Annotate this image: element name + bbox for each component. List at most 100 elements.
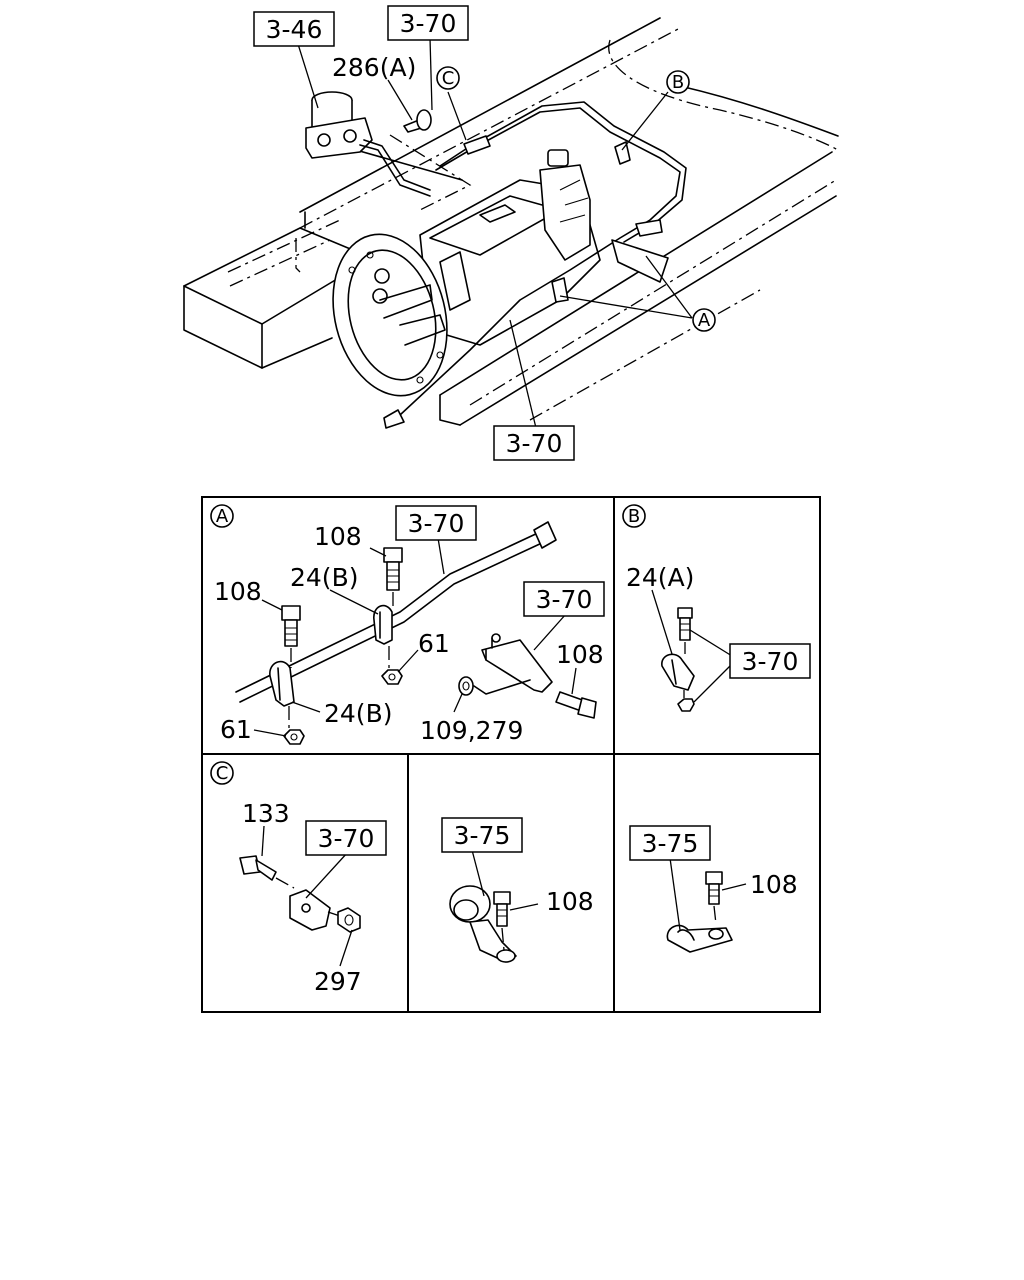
- leader-c-3-70: [305, 851, 349, 899]
- detail-c-panel: C 133 3-70 297: [210, 761, 387, 996]
- leader-286a: [387, 79, 413, 121]
- clip-24b-top: [373, 604, 393, 645]
- leader-a-24b-top: [329, 589, 379, 615]
- clamp-d: [449, 885, 517, 963]
- leader-a-pipe: [437, 537, 445, 575]
- bracket-c: [289, 889, 331, 931]
- label-108-left: 108: [214, 577, 262, 606]
- svg-text:3-46: 3-46: [266, 15, 323, 44]
- ref-box-e: 3-75: [629, 825, 711, 861]
- label-61-right: 61: [418, 629, 450, 658]
- label-24b-top: 24(B): [290, 563, 358, 592]
- ref-box-b: 3-70: [729, 643, 811, 679]
- callout-c: C: [436, 66, 460, 90]
- leader-3-70-bottom: [509, 319, 537, 429]
- svg-text:3-75: 3-75: [454, 821, 511, 850]
- svg-text:C: C: [216, 763, 229, 784]
- leader-d-3-75: [471, 849, 485, 897]
- label-108-e: 108: [750, 870, 798, 899]
- ref-box-3-70-top: 3-70: [387, 5, 469, 41]
- clamp-e: [666, 924, 733, 953]
- ref-box-a-bracket: 3-70: [523, 581, 605, 617]
- svg-text:3-70: 3-70: [400, 9, 457, 38]
- svg-text:B: B: [628, 506, 640, 527]
- leader-b-24a: [651, 589, 673, 655]
- leader-a-bracket: [533, 613, 567, 651]
- label-108-top: 108: [314, 522, 362, 551]
- ref-box-a-pipe: 3-70: [395, 505, 477, 541]
- nut-297: [327, 907, 361, 933]
- ref-box-3-70-bottom: 3-70: [493, 425, 575, 461]
- bolt-108-left: [281, 605, 301, 668]
- bolt-e: [705, 871, 723, 925]
- bolt-108-right: [555, 691, 597, 719]
- frame-rail-left: [183, 219, 373, 369]
- bracket-a: [481, 633, 553, 693]
- leader-a-61-left: [253, 729, 287, 737]
- svg-text:3-70: 3-70: [506, 429, 563, 458]
- label-286a: 286(A): [332, 53, 416, 82]
- bolt-133: [239, 855, 295, 889]
- bolt-d: [493, 891, 511, 951]
- clip-24b-bottom: [269, 660, 295, 707]
- leader-b-3-70: [689, 629, 733, 703]
- nut-b: [677, 690, 695, 712]
- label-297: 297: [314, 967, 362, 996]
- callout-b: B: [666, 70, 690, 94]
- leader-a-108-left: [261, 599, 283, 611]
- detail-b-letter: B: [622, 504, 646, 528]
- svg-text:A: A: [698, 310, 711, 331]
- label-24b-bottom: 24(B): [324, 699, 392, 728]
- leader-b: [621, 91, 669, 151]
- label-108-right: 108: [556, 640, 604, 669]
- leader-a-61-right: [397, 649, 419, 673]
- svg-text:B: B: [672, 72, 684, 93]
- leader-a-24b-bottom: [291, 701, 321, 713]
- washer-109-279: [458, 676, 531, 696]
- clip-24a: [661, 653, 695, 691]
- leader-e-3-75: [669, 857, 681, 931]
- detail-e-panel: 3-75 108: [629, 825, 798, 953]
- label-24a: 24(A): [626, 563, 694, 592]
- svg-text:3-70: 3-70: [742, 647, 799, 676]
- leader-c-297: [339, 929, 353, 967]
- transmission: [332, 149, 601, 397]
- svg-text:3-70: 3-70: [408, 509, 465, 538]
- top-assembly-view: 3-46 3-70 286(A) C B A 3-70: [183, 5, 839, 461]
- detail-c-letter: C: [210, 761, 234, 785]
- brake-pipe-a: [235, 521, 557, 703]
- leader-a: [559, 255, 693, 319]
- callout-a: A: [692, 308, 716, 332]
- detail-d-panel: 3-75 108: [441, 817, 594, 963]
- frame-beams: [299, 17, 839, 426]
- leader-a-108-right: [571, 667, 577, 695]
- brake-pipes: [359, 101, 687, 429]
- leader-3-70-top: [429, 37, 433, 111]
- label-109-279: 109,279: [420, 716, 523, 745]
- svg-text:3-70: 3-70: [536, 585, 593, 614]
- leader-a-109: [453, 693, 463, 713]
- label-108-d: 108: [546, 887, 594, 916]
- ref-box-d: 3-75: [441, 817, 523, 853]
- svg-text:C: C: [442, 68, 455, 89]
- nut-61-left: [283, 706, 305, 745]
- detail-a-panel: A: [210, 504, 605, 745]
- bolt-286a: [403, 109, 432, 133]
- bolt-108-top: [383, 547, 403, 606]
- leader-c-133: [261, 825, 265, 857]
- svg-text:3-75: 3-75: [642, 829, 699, 858]
- label-133: 133: [242, 799, 290, 828]
- cross-member: [355, 134, 472, 211]
- leader-a-108-top: [369, 547, 387, 557]
- bolt-b: [677, 607, 693, 654]
- air-dryer: [305, 91, 373, 159]
- leader-e-108: [721, 883, 747, 891]
- ref-box-3-46: 3-46: [253, 11, 335, 47]
- detail-grid: [201, 496, 821, 1013]
- leader-d-108: [509, 903, 539, 911]
- svg-text:3-70: 3-70: [318, 824, 375, 853]
- svg-text:A: A: [216, 506, 229, 527]
- leader-c: [447, 91, 467, 141]
- detail-b-panel: B 24(A) 3-70: [622, 504, 811, 712]
